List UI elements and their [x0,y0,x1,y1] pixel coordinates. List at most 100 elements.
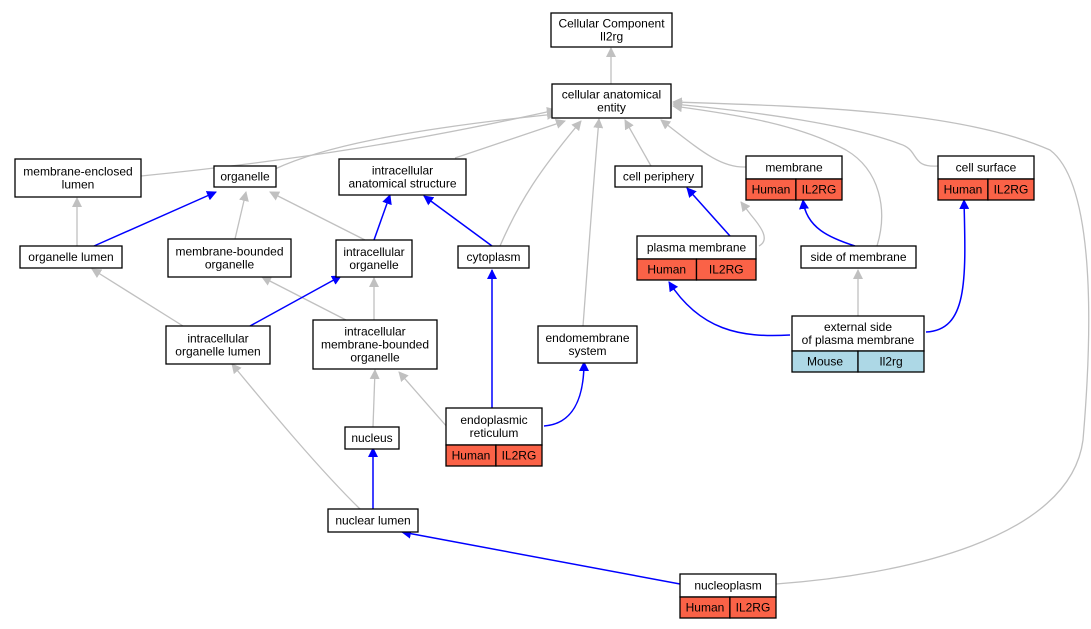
part-of-edge [93,191,217,247]
node-box [791,315,925,352]
is-a-edge [672,97,1090,585]
node-cyto[interactable]: cytoplasm [457,245,530,269]
is-a-edge [454,119,566,159]
part-of-edge [373,194,392,241]
node-box [312,319,438,370]
node-label-line: membrane-enclosed [23,165,132,179]
node-box [167,238,292,278]
is-a-edge [672,102,883,247]
part-of-edge [686,187,731,237]
part-of-edge [249,275,342,327]
node-label-line: cellular anatomical [562,88,661,102]
species-label: Human [647,263,686,277]
edges [72,47,1090,585]
node-box [338,158,467,196]
node-box [457,245,530,269]
node-label-line: nucleoplasm [694,579,761,593]
node-label-line: Cellular Component [558,17,665,31]
node-label-line: intracellular [187,332,248,346]
gene-cell [495,444,543,467]
node-label-line: organelle lumen [28,250,113,264]
gene-label: IL2RG [502,449,537,463]
is-a-edge [140,107,557,177]
node-label-line: membrane-bounded [175,245,283,259]
part-of-edge [668,281,791,337]
node-label-line: nucleus [351,431,392,445]
is-a-edge [269,191,366,241]
node-box [344,426,400,450]
part-of-edge [798,199,856,247]
node-label-line: membrane-bounded [321,338,429,352]
node-label-line: organelle [349,258,399,272]
node-label-line: cell surface [956,161,1017,175]
gene-cell [987,178,1035,201]
node-label-line: organelle [350,351,400,365]
node-nl[interactable]: nuclear lumen [327,508,419,533]
is-a-edge [231,363,361,510]
node-label-line: of plasma membrane [802,333,915,347]
gene-label: IL2RG [709,263,744,277]
node-label-line: system [568,344,606,358]
gene-label: IL2RG [802,183,837,197]
gene-cell [795,178,843,201]
part-of-edge [925,199,970,333]
part-of-edge [543,361,589,427]
node-box [335,239,413,278]
node-org[interactable]: organelle [213,165,277,188]
species-label: Human [752,183,791,197]
node-label-line: organelle [220,170,270,184]
node-label-line: external side [824,320,892,334]
species-label: Human [944,183,983,197]
node-box [551,83,672,119]
is-a-edge [660,119,747,168]
node-box [14,158,142,198]
node-box [614,165,703,188]
node-label-line: reticulum [470,426,519,440]
node-box [165,325,271,365]
node-label-line: anatomical structure [348,177,456,191]
node-box [213,165,277,188]
node-label-line: cell periphery [623,170,694,184]
is-a-edge [91,268,184,327]
node-box [19,245,123,269]
node-label-line: Il2rg [600,30,623,44]
is-a-edge [398,371,449,429]
node-box [327,508,419,533]
gene-label: IL2RG [736,601,771,615]
node-cp[interactable]: cell periphery [614,165,703,188]
node-label-line: side of membrane [810,250,906,264]
is-a-edge [234,191,249,240]
node-label-line: intracellular [344,325,405,339]
node-nuc[interactable]: nucleus [344,426,400,450]
node-ol[interactable]: organelle lumen [19,245,123,269]
node-label-line: organelle lumen [175,345,260,359]
gene-cell [695,258,757,281]
node-som[interactable]: side of membrane [800,245,917,269]
gene-label: Il2rg [879,355,902,369]
is-a-edge [582,118,604,327]
node-label-line: intracellular [343,245,404,259]
node-label-line: endomembrane [545,331,629,345]
species-label: Mouse [807,355,843,369]
node-box [550,12,673,48]
is-a-edge [624,119,652,167]
is-a-edge [261,276,347,321]
is-a-edge [740,201,765,247]
gene-cell [857,350,925,373]
node-box [537,325,638,364]
